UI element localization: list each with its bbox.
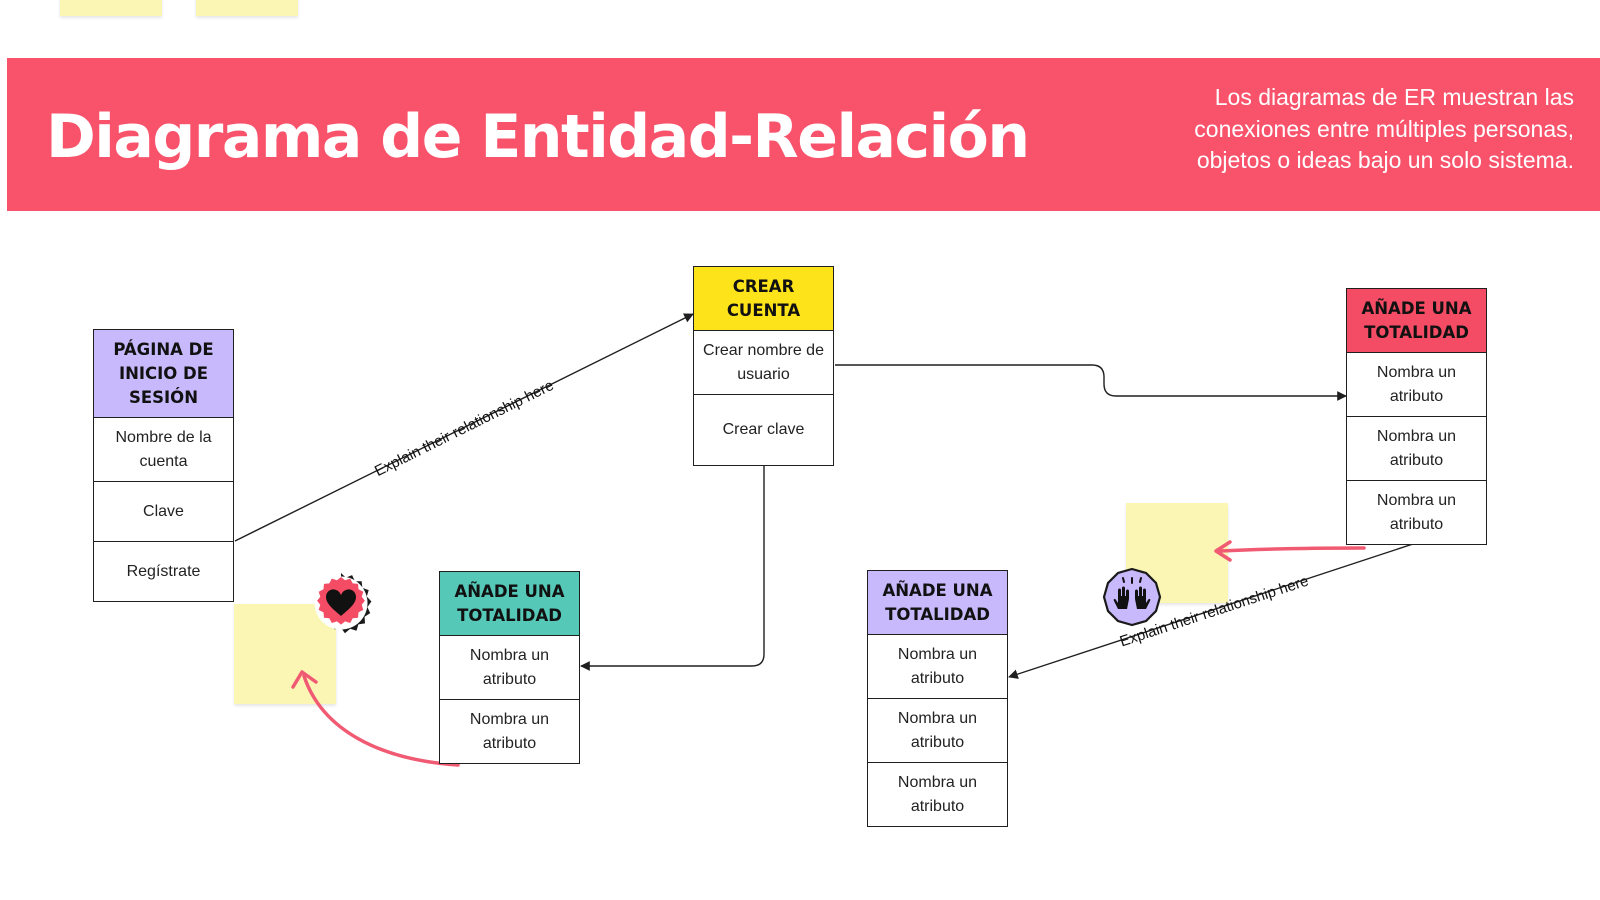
connector-create-to-total-teal[interactable]	[580, 465, 765, 671]
entity-attribute[interactable]: Crear clave	[722, 421, 805, 438]
connector-total-red-to-total-lav[interactable]	[1008, 542, 1417, 679]
page-title: Diagrama de Entidad-Relación	[46, 102, 1030, 172]
relationship-label-bg	[385, 407, 582, 519]
entity-attribute[interactable]: Nombra un atributo	[469, 710, 550, 752]
entity-attribute[interactable]: Crear nombre de usuario	[694, 331, 833, 395]
entity-attribute[interactable]: Clave	[94, 482, 233, 542]
sticky-note-top-left[interactable]	[60, 0, 162, 16]
entity-header: AÑADE UNA TOTALIDAD	[1347, 289, 1486, 353]
entity-attribute[interactable]: Nombra un atributo	[1347, 353, 1486, 417]
entity-attribute[interactable]: Nombra un atributo	[1376, 491, 1457, 533]
entity-header: CREAR CUENTA	[694, 267, 833, 331]
entity-totality-lavender[interactable]: AÑADE UNA TOTALIDAD Nombra un atributo N…	[867, 570, 1008, 827]
entity-header: AÑADE UNA TOTALIDAD	[440, 572, 579, 636]
entity-attribute[interactable]: Regístrate	[126, 562, 201, 580]
entity-attribute[interactable]: Nombra un atributo	[440, 636, 579, 700]
entity-header: PÁGINA DE INICIO DE SESIÓN	[94, 330, 233, 418]
entity-attribute[interactable]: Nombre de la cuenta	[94, 418, 233, 482]
sticky-note-left[interactable]	[234, 604, 336, 704]
entity-login-page[interactable]: PÁGINA DE INICIO DE SESIÓN Nombre de la …	[93, 329, 234, 602]
raised-hands-icon[interactable]	[1101, 566, 1163, 628]
entity-attribute[interactable]: Nombra un atributo	[1347, 417, 1486, 481]
pink-arrow-left-head	[291, 670, 318, 689]
entity-totality-red[interactable]: AÑADE UNA TOTALIDAD Nombra un atributo N…	[1346, 288, 1487, 545]
connector-login-to-create[interactable]	[234, 313, 694, 542]
pink-arrow-right	[1218, 546, 1366, 553]
pink-arrow-left	[302, 674, 460, 767]
entity-totality-teal[interactable]: AÑADE UNA TOTALIDAD Nombra un atributo N…	[439, 571, 580, 764]
entity-attribute[interactable]: Nombra un atributo	[868, 699, 1007, 763]
entity-create-account[interactable]: CREAR CUENTA Crear nombre de usuario Cre…	[693, 266, 834, 466]
header-banner	[7, 58, 1600, 211]
entity-attribute[interactable]: Nombra un atributo	[868, 635, 1007, 699]
heart-icon[interactable]	[308, 571, 374, 637]
connector-create-to-total-red[interactable]	[835, 364, 1347, 401]
pink-arrow-right-head	[1214, 540, 1232, 562]
entity-attribute[interactable]: Nombra un atributo	[897, 773, 978, 815]
sticky-note-top-middle[interactable]	[196, 0, 298, 16]
entity-header: AÑADE UNA TOTALIDAD	[868, 571, 1007, 635]
page-description: Los diagramas de ER muestran las conexio…	[1194, 84, 1574, 173]
